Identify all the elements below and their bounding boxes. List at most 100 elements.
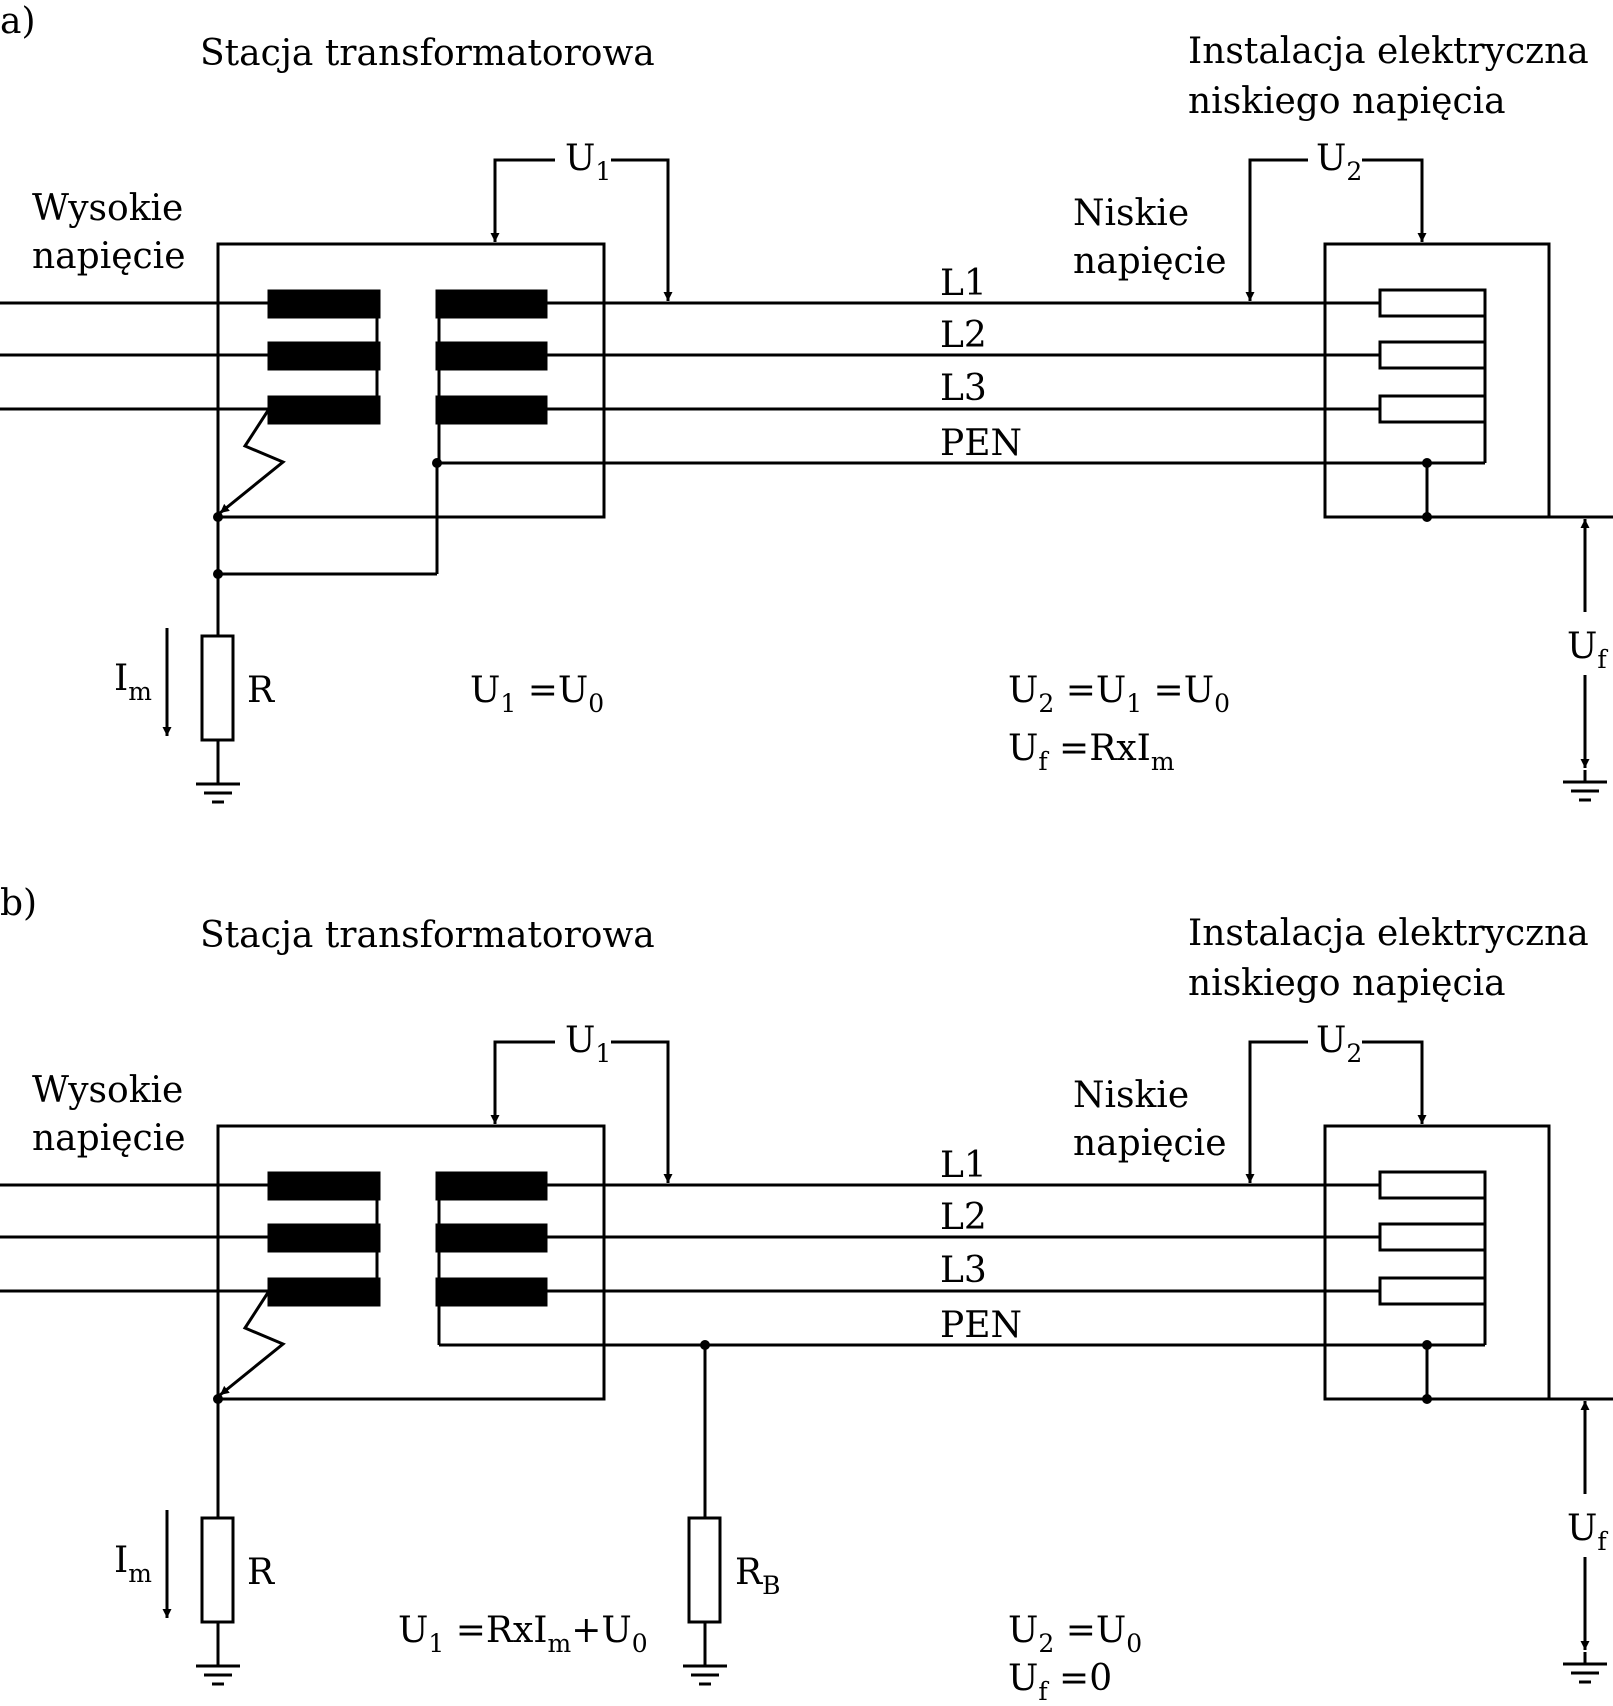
panel-tag: b) (0, 883, 37, 924)
low-voltage-label-line-2: napięcie (1073, 241, 1227, 282)
installation-ground (1563, 770, 1607, 802)
panel-b: b) Stacja transformatorowa Instalacja elek… (0, 883, 1613, 1706)
installation-box (1323, 1124, 1551, 1401)
equation-u1-part: 0 (588, 689, 604, 718)
hv-coil-3 (267, 395, 381, 425)
equation-u2-part: 0 (1126, 1629, 1142, 1658)
equation-u2-part: 2 (1038, 689, 1054, 718)
u1-label-main: U (565, 1020, 595, 1061)
station-title: Stacja transformatorowa (200, 915, 655, 956)
load-terminal-3 (1378, 1276, 1487, 1306)
lv-coil-3 (435, 395, 548, 425)
equation-u2-part: 2 (1038, 1629, 1054, 1658)
equation-u2: U2 =U0 (1008, 1610, 1142, 1658)
resistor-r-label: R (247, 1552, 275, 1593)
line-label-pen: PEN (940, 1305, 1022, 1346)
hv-winding (267, 1171, 381, 1307)
u2-arrow-left (1245, 1040, 1308, 1183)
equation-u2-part: U (1008, 1610, 1038, 1651)
uf-label: Uf (1567, 626, 1608, 674)
u1-label: U1 (565, 1020, 611, 1068)
hv-coil-2 (267, 1223, 381, 1253)
equation-uf-part: =RxI (1048, 728, 1151, 769)
equation-uf: Uf =RxIm (1008, 728, 1175, 776)
high-voltage-label-line-2: napięcie (32, 236, 186, 277)
equation-u1: U1 =RxIm+U0 (398, 1610, 648, 1658)
load-terminal-2 (1378, 1222, 1487, 1252)
u1-label-main: U (565, 138, 595, 179)
uf-label: Uf (1567, 1508, 1608, 1556)
line-label-l1: L1 (940, 263, 987, 304)
installation-title-line-2: niskiego napięcia (1188, 963, 1506, 1004)
line-label-pen: PEN (940, 423, 1022, 464)
equation-u1-part: =U (516, 670, 588, 711)
u1-arrow-left (490, 158, 555, 242)
equation-uf: Uf =0 (1008, 1658, 1112, 1706)
station-box (216, 1124, 606, 1401)
u2-label-main: U (1316, 1020, 1346, 1061)
installation-title-line-1: Instalacja elektryczna (1188, 913, 1589, 954)
im-label: Im (114, 1540, 152, 1588)
hv-coil-3 (267, 1277, 381, 1307)
u2-label: U2 (1316, 138, 1362, 186)
hv-coil-1 (267, 289, 381, 319)
im-label-main: I (114, 1540, 128, 1581)
equation-uf-part: f (1038, 747, 1049, 776)
line-label-l2: L2 (940, 1197, 987, 1238)
uf-label-sub: f (1597, 645, 1608, 674)
lv-coil-1 (435, 289, 548, 319)
fault-zigzag-arrow (219, 408, 286, 515)
hv-winding (267, 289, 381, 425)
resistor-r (200, 1516, 235, 1624)
lv-winding (435, 1171, 548, 1345)
equation-u2-part: U (1008, 670, 1038, 711)
u1-label-sub: 1 (595, 1039, 611, 1068)
equation-u1-part: =RxI (444, 1610, 547, 1651)
resistor-r-label: R (247, 670, 275, 711)
equation-uf-part: f (1038, 1677, 1049, 1706)
lv-coil-3 (435, 1277, 548, 1307)
resistor-r (200, 634, 235, 742)
load-terminal-3 (1378, 394, 1487, 424)
u1-arrow-left (490, 1040, 555, 1124)
uf-label-main: U (1567, 626, 1597, 667)
equation-u1-part: 1 (428, 1629, 444, 1658)
installation-ground (1563, 1652, 1607, 1684)
equation-u1-part: m (548, 1629, 572, 1658)
u1-arrow-right (611, 158, 673, 301)
resistor-rb (687, 1516, 722, 1624)
fault-zigzag-arrow (219, 1290, 286, 1397)
u1-arrow-right (611, 1040, 673, 1183)
installation-title-line-2: niskiego napięcia (1188, 81, 1506, 122)
high-voltage-label-line-1: Wysokie (32, 188, 183, 229)
hv-coil-1 (267, 1171, 381, 1201)
station-title: Stacja transformatorowa (200, 33, 655, 74)
equation-uf-part: U (1008, 728, 1038, 769)
equation-uf-part: U (1008, 1658, 1038, 1699)
load-terminal-1 (1378, 288, 1487, 318)
installation-box (1323, 242, 1551, 519)
line-label-l3: L3 (940, 368, 987, 409)
lv-coil-2 (435, 341, 548, 371)
equation-u1: U1 =U0 (470, 670, 604, 718)
equation-u1-part: U (470, 670, 500, 711)
low-voltage-label-line-1: Niskie (1073, 1075, 1189, 1116)
uf-label-main: U (1567, 1508, 1597, 1549)
high-voltage-label-line-2: napięcie (32, 1118, 186, 1159)
u2-label-sub: 2 (1346, 157, 1362, 186)
u1-label: U1 (565, 138, 611, 186)
rb-ground (683, 1654, 727, 1686)
line-label-l3: L3 (940, 1250, 987, 1291)
resistor-rb-label: RB (735, 1552, 780, 1600)
line-label-l2: L2 (940, 315, 987, 356)
im-label-sub: m (128, 677, 152, 706)
equation-u2-part: 0 (1214, 689, 1230, 718)
load-terminal-2 (1378, 340, 1487, 370)
equation-u2: U2 =U1 =U0 (1008, 670, 1230, 718)
low-voltage-label-line-1: Niskie (1073, 193, 1189, 234)
equation-u1-part: +U (571, 1610, 632, 1651)
u2-label-sub: 2 (1346, 1039, 1362, 1068)
equation-u2-part: =U (1054, 1610, 1126, 1651)
